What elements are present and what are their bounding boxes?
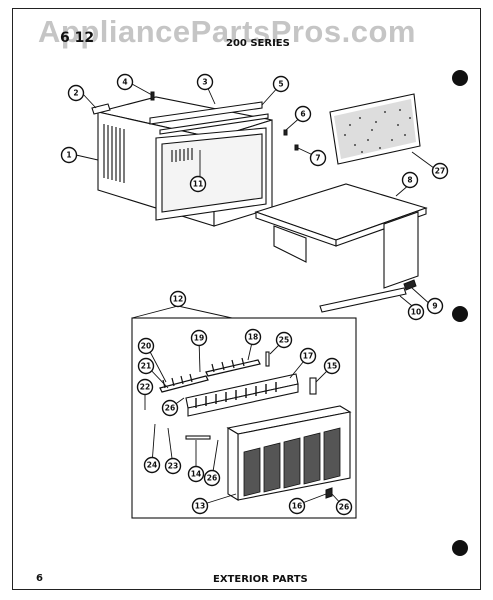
svg-text:8: 8 [407,176,412,185]
punch-hole-top [452,70,468,86]
svg-text:25: 25 [279,336,289,345]
svg-text:24: 24 [147,461,157,470]
series-label: 200 SERIES [226,38,290,49]
callout-4: 4 [116,73,134,91]
callout-10: 10 [407,303,425,321]
callout-2: 2 [67,84,85,102]
punch-hole-bottom [452,540,468,556]
louver-frame [185,373,299,417]
svg-text:26: 26 [339,503,349,512]
svg-text:5: 5 [278,80,283,89]
top-trim [159,113,269,135]
screw-6 [283,129,288,136]
base-pan [254,183,428,289]
svg-text:10: 10 [411,308,421,317]
svg-text:12: 12 [173,295,183,304]
page-number: 6 [36,573,43,584]
svg-text:17: 17 [303,352,313,361]
footer-title: EXTERIOR PARTS [213,574,308,585]
callout-13: 13 [191,497,209,515]
callout-5: 5 [272,75,290,93]
callout-8: 8 [401,171,419,189]
callout-17: 17 [299,347,317,365]
svg-text:20: 20 [141,342,151,351]
watermark: AppliancePartsPros.com [38,14,416,49]
callouts: 1 2 3 4 5 6 7 8 9 10 11 12 13 14 15 16 1… [60,73,449,516]
louver-assembly [159,357,261,393]
callout-26-upper: 26 [161,399,179,417]
callout-23: 23 [164,457,182,475]
clip-9 [403,279,417,291]
svg-text:4: 4 [122,78,127,87]
callout-19: 19 [190,329,208,347]
top-rail [149,101,263,125]
svg-text:16: 16 [292,502,302,511]
svg-text:18: 18 [248,333,258,342]
punch-hole-middle [452,306,468,322]
svg-text:15: 15 [327,362,337,371]
screw-4 [150,91,155,101]
callout-6: 6 [294,105,312,123]
svg-text:6: 6 [300,110,305,119]
svg-text:19: 19 [194,334,204,343]
callout-26-lower: 26 [203,469,221,487]
front-panel-group-box [131,317,357,519]
svg-text:22: 22 [140,383,150,392]
callout-15: 15 [323,357,341,375]
callout-22: 22 [136,378,154,396]
svg-text:26: 26 [165,404,175,413]
svg-text:1: 1 [66,151,71,160]
callout-27: 27 [431,162,449,180]
svg-text:11: 11 [193,180,203,189]
handle-14 [185,435,211,440]
callout-24: 24 [143,456,161,474]
svg-text:7: 7 [315,154,320,163]
callout-25: 25 [275,331,293,349]
svg-text:23: 23 [168,462,178,471]
screw-7 [294,144,299,151]
bracket-15 [309,377,317,395]
svg-text:14: 14 [191,470,201,479]
clip-16 [325,487,333,499]
svg-text:2: 2 [73,89,78,98]
cabinet-wrapper [97,96,273,227]
header-code: 6 12 [60,30,95,46]
svg-text:21: 21 [141,362,151,371]
callout-18: 18 [244,328,262,346]
callout-26-right: 26 [335,498,353,516]
left-bracket [91,103,111,115]
callout-21: 21 [137,357,155,375]
front-grille [226,405,352,501]
air-filter [329,93,421,165]
callout-11: 11 [189,175,207,193]
svg-text:27: 27 [435,167,445,176]
callout-9: 9 [426,297,444,315]
callout-20: 20 [137,337,155,355]
callout-16: 16 [288,497,306,515]
callout-7: 7 [309,149,327,167]
svg-text:13: 13 [195,502,205,511]
svg-text:26: 26 [207,474,217,483]
bottom-rail [319,287,407,313]
callout-1: 1 [60,146,78,164]
svg-text:3: 3 [202,78,207,87]
callout-14: 14 [187,465,205,483]
callout-12: 12 [169,290,187,308]
callout-3: 3 [196,73,214,91]
diagram-frame [12,8,481,590]
spring-25 [265,351,270,367]
svg-text:9: 9 [432,302,437,311]
